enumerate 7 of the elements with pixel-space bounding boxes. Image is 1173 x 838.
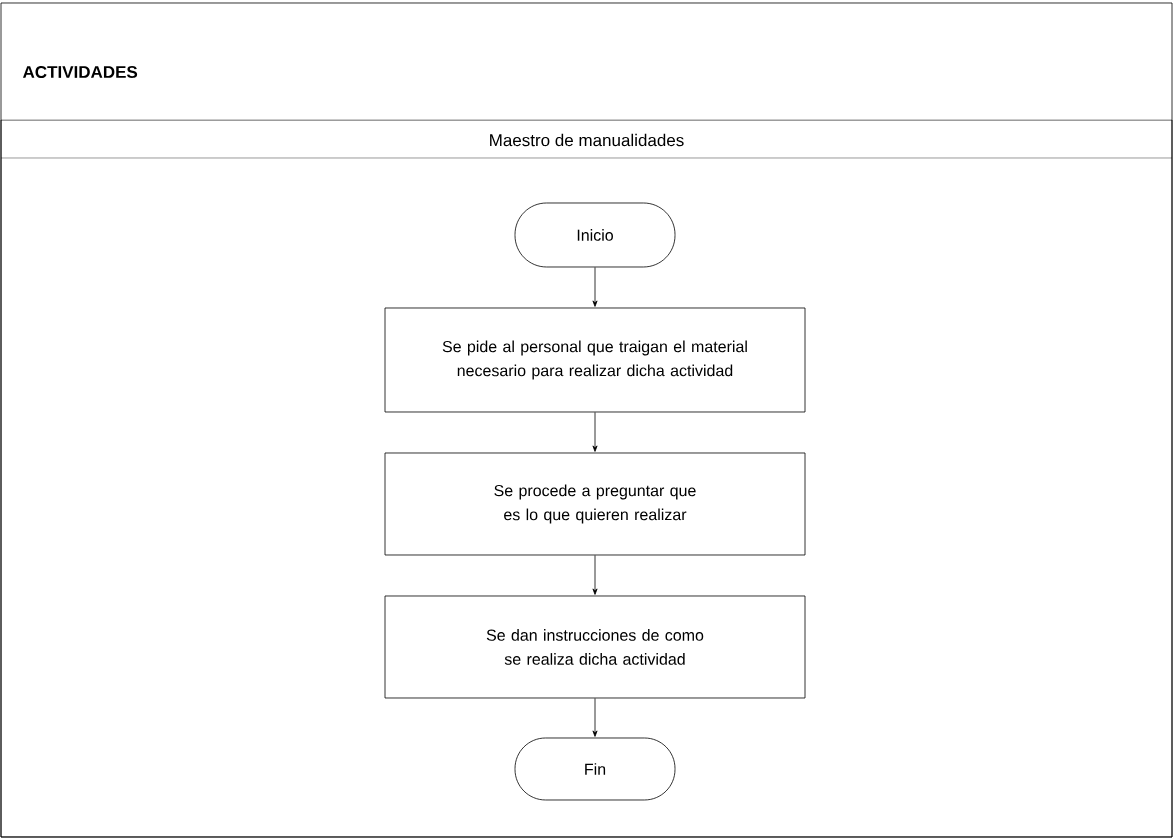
- arrow: [592, 267, 598, 307]
- arrow: [592, 698, 598, 737]
- process-box: Se dan instrucciones de como se realiza dicha actividad: [384, 595, 806, 699]
- arrow: [592, 412, 598, 452]
- arrow: [592, 555, 598, 595]
- process-box: Se procede a preguntar que es lo que quieren realizar: [384, 452, 806, 556]
- process-box: Se pide al personal que traigan el material necesario para realizar dicha actividad: [384, 307, 806, 413]
